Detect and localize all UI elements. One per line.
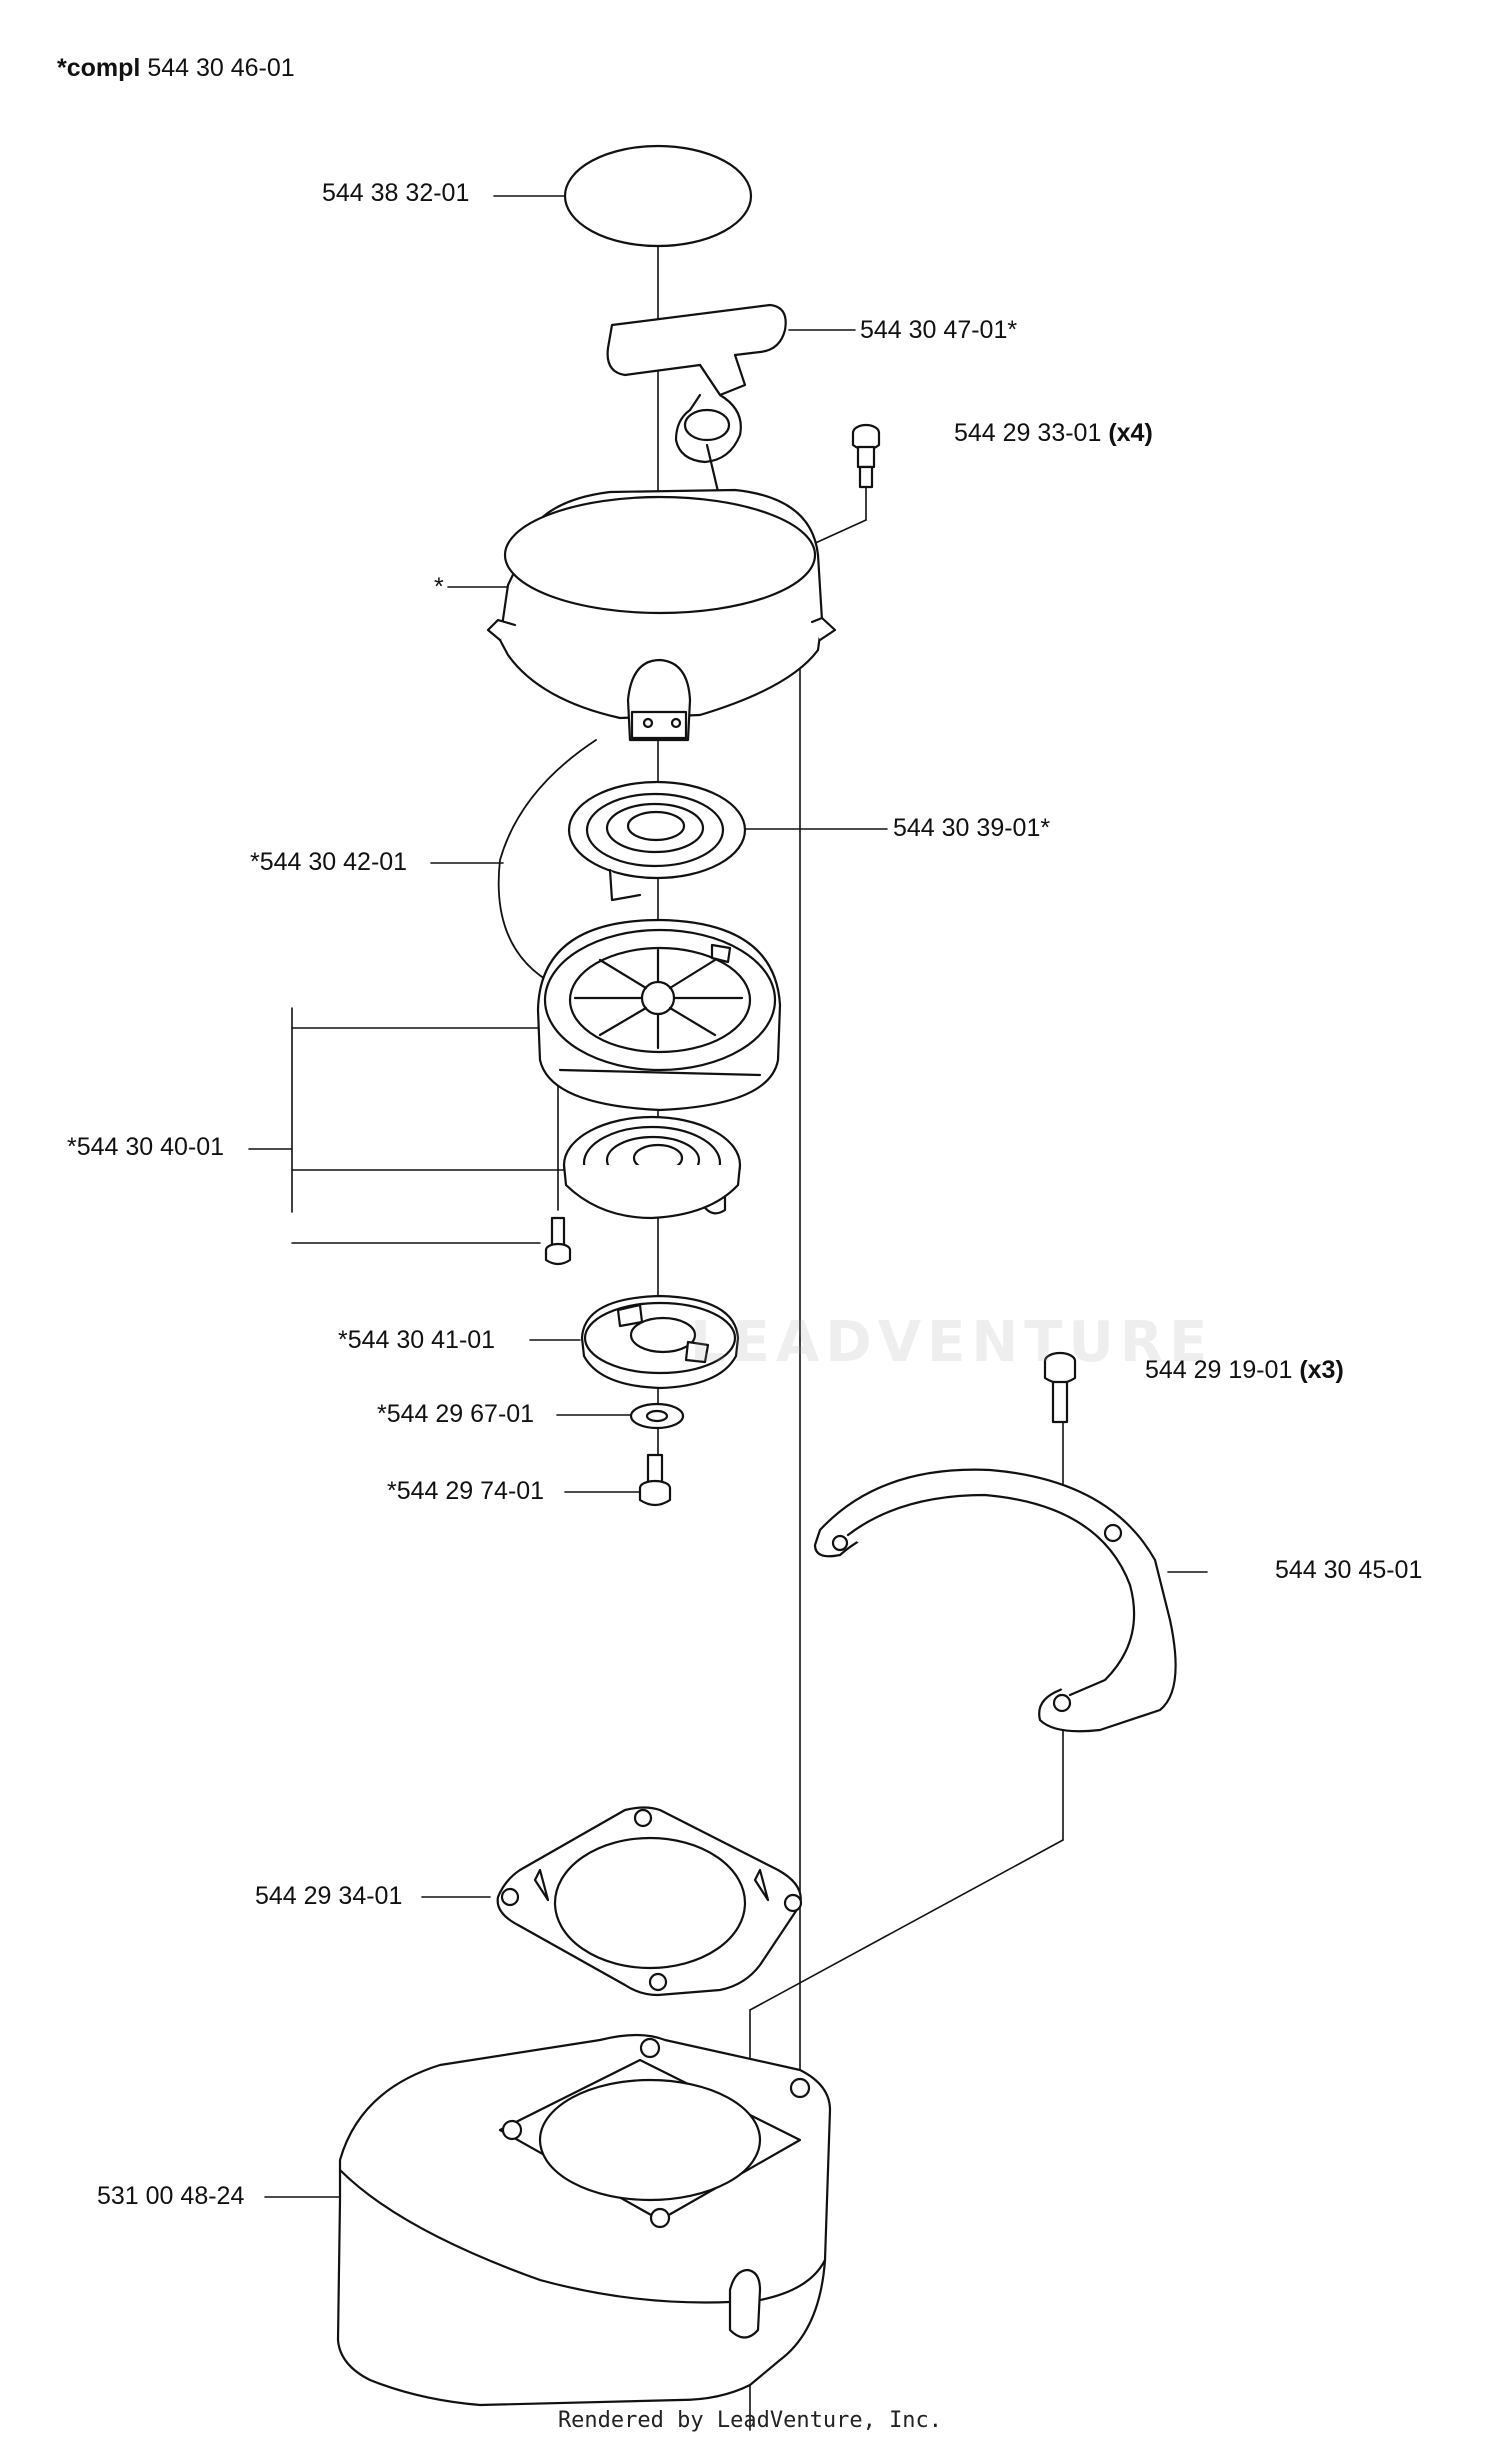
fan-cover-part bbox=[336, 2033, 832, 2407]
part-label-cap[interactable]: 544 38 32-01 bbox=[322, 179, 470, 207]
part-label-hub[interactable]: *544 30 41-01 bbox=[338, 1326, 496, 1354]
part-label-fan-cover[interactable]: 531 00 48-24 bbox=[97, 2182, 245, 2210]
part-qty-screw-top: (x4) bbox=[1108, 419, 1153, 447]
guard-screw-part bbox=[1043, 1351, 1077, 1424]
footer-credit: Rendered by LeadVenture, Inc. bbox=[557, 2408, 943, 2433]
part-label-pulley-kit[interactable]: *544 30 40-01 bbox=[67, 1133, 225, 1161]
pulley-kit-screw-part bbox=[544, 1216, 572, 1266]
housing-part bbox=[486, 488, 837, 742]
part-qty-guard-screw: (x3) bbox=[1299, 1356, 1344, 1384]
watermark: LEADVENTURE bbox=[690, 1310, 1214, 1375]
guard-part bbox=[813, 1468, 1177, 1733]
part-label-guard-screw[interactable]: 544 29 19-01 (x3) bbox=[1145, 1356, 1344, 1384]
screw-top-part bbox=[851, 423, 881, 489]
part-label-screw-top[interactable]: 544 29 33-01 (x4) bbox=[954, 419, 1153, 447]
part-label-handle[interactable]: 544 30 47-01* bbox=[860, 316, 1018, 344]
center-screw-part bbox=[638, 1453, 672, 1507]
part-label-gasket[interactable]: 544 29 34-01 bbox=[255, 1882, 403, 1910]
hub-part bbox=[580, 1294, 740, 1390]
part-label-guard[interactable]: 544 30 45-01 bbox=[1275, 1556, 1423, 1584]
pulley-part bbox=[536, 918, 782, 1112]
assembly-number: *compl 544 30 46-01 bbox=[57, 54, 295, 83]
assembly-part-number: 544 30 46-01 bbox=[147, 54, 295, 82]
part-label-spring[interactable]: 544 30 39-01* bbox=[893, 814, 1051, 842]
rope-part bbox=[497, 739, 597, 986]
assembly-prefix: *compl bbox=[57, 54, 141, 82]
part-label-rope[interactable]: *544 30 42-01 bbox=[250, 848, 408, 876]
part-label-housing[interactable]: * bbox=[434, 573, 444, 601]
part-label-center-screw[interactable]: *544 29 74-01 bbox=[387, 1477, 545, 1505]
cap-part bbox=[563, 144, 753, 248]
part-label-washer[interactable]: *544 29 67-01 bbox=[377, 1400, 535, 1428]
spring-cassette-part bbox=[562, 1115, 742, 1220]
spring-part bbox=[567, 780, 747, 902]
gasket-part bbox=[496, 1806, 803, 1997]
washer-part bbox=[629, 1402, 685, 1430]
